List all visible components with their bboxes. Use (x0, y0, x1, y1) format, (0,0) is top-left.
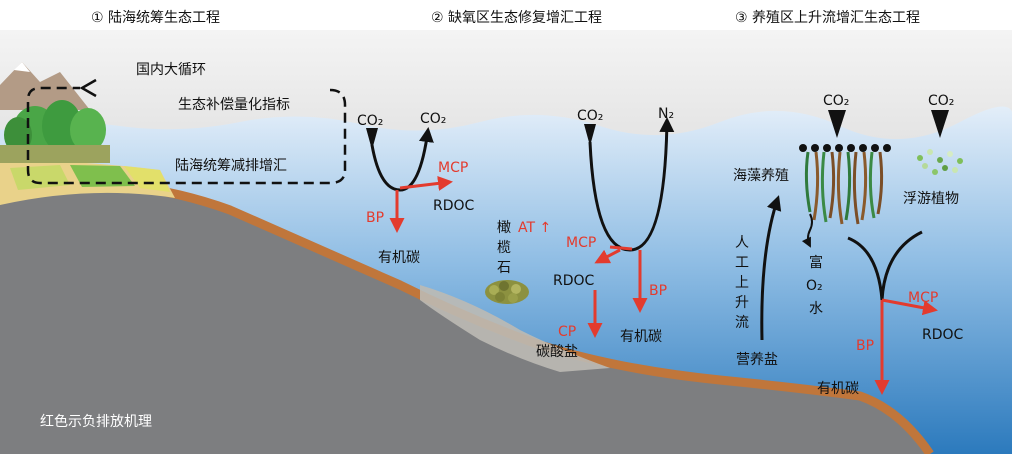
s1-co2-out-label: CO₂ (420, 111, 446, 127)
s3-organic-label: 有机碳 (817, 381, 859, 397)
s3-upwelling-char-1: 人 (735, 235, 749, 251)
s1-funnel-icon (366, 128, 378, 150)
s2-co2-label: CO₂ (577, 108, 603, 124)
loop-bottom-label: 陆海统筹减排增汇 (175, 157, 287, 174)
s1-rdoc-label: RDOC (433, 198, 475, 214)
seaweed-farm (804, 151, 884, 225)
s2-organic-label: 有机碳 (620, 329, 662, 345)
section-title-3: ③ 养殖区上升流增汇生态工程 (735, 9, 920, 26)
s3-funnel-a-icon (828, 110, 846, 138)
s2-bp-label: BP (649, 283, 667, 299)
olivine-pile (485, 280, 529, 304)
s2-olivine-char-2: 榄 (497, 240, 511, 256)
s3-nutrient-label: 营养盐 (736, 352, 778, 368)
legend-label: 红色示负排放机理 (40, 413, 152, 430)
s3-o2water-char-1: 富 (809, 254, 823, 271)
upwelling-arrow (760, 195, 782, 341)
s1-u-curve (370, 127, 434, 192)
s3-co2-b-label: CO₂ (928, 93, 954, 109)
float-buoys (799, 144, 891, 152)
section-title-1: ① 陆海统筹生态工程 (91, 9, 220, 26)
s2-at-label: AT ↑ (518, 220, 551, 236)
s2-mcp-label: MCP (566, 235, 596, 251)
mountain (0, 62, 90, 110)
plankton-cluster (917, 149, 963, 175)
s3-upwelling-char-4: 升 (735, 295, 749, 311)
section-title-2: ② 缺氧区生态修复增汇工程 (431, 9, 602, 26)
s3-bp-label: BP (856, 338, 874, 354)
s3-mcp-arrow (881, 298, 938, 316)
s2-olivine-char-1: 橄 (497, 220, 511, 236)
s3-funnel-b-icon (931, 110, 949, 138)
loop-mid-label: 生态补偿量化指标 (178, 97, 290, 113)
loop-arrow (79, 78, 97, 98)
o2-squiggle (801, 213, 813, 248)
s3-co2-a-label: CO₂ (823, 93, 849, 109)
s3-upwelling-char-5: 流 (735, 315, 749, 331)
s2-olivine-char-3: 石 (497, 260, 511, 276)
s1-mcp-arrow (399, 175, 453, 191)
s2-cp-label: CP (558, 324, 576, 340)
s3-v-curve (847, 230, 923, 301)
s2-funnel-icon (584, 124, 596, 146)
s1-bp-label: BP (366, 210, 384, 226)
s3-plankton-label: 浮游植物 (903, 191, 959, 207)
s2-carbonate-label: 碳酸盐 (536, 344, 578, 360)
loop-top-label: 国内大循环 (136, 62, 206, 78)
s1-mcp-label: MCP (438, 160, 468, 176)
s2-mcp-arrow (594, 248, 621, 264)
gravel-slope (420, 285, 610, 372)
s2-mcp-stub (609, 245, 633, 251)
s3-rdoc-label: RDOC (922, 327, 964, 343)
s3-mcp-label: MCP (908, 290, 938, 306)
s2-n2-label: N₂ (658, 106, 674, 122)
s1-co2-in-label: CO₂ (357, 113, 383, 129)
s2-rdoc-label: RDOC (553, 273, 595, 289)
loop-line (26, 86, 347, 185)
s1-organic-label: 有机碳 (378, 250, 420, 266)
s3-o2water-char-3: 水 (809, 301, 823, 317)
field-3 (124, 166, 170, 192)
s3-upwelling-char-2: 工 (735, 255, 749, 271)
tree-group (0, 100, 110, 163)
s3-o2water-char-2: O₂ (806, 278, 823, 294)
s3-seaweed-label: 海藻养殖 (733, 167, 789, 184)
s3-upwelling-char-3: 上 (735, 275, 749, 291)
field-2 (70, 165, 135, 187)
mountain-snow (14, 62, 30, 72)
